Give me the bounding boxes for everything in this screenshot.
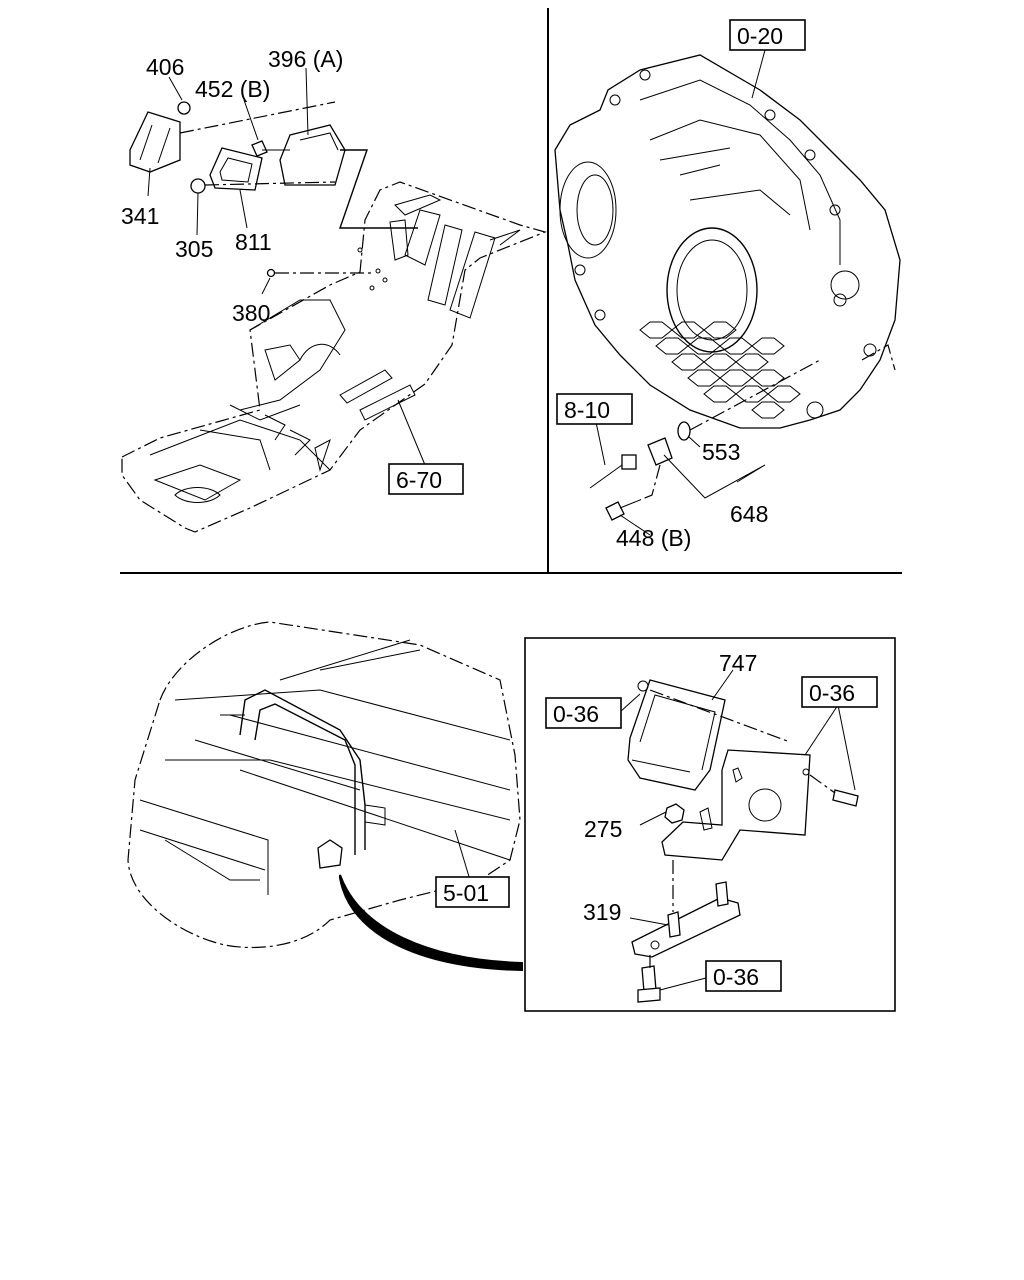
cover-341 — [129, 111, 181, 173]
callout-319: 319 — [583, 899, 621, 925]
mount-location — [317, 839, 343, 869]
callout-380: 380 — [232, 300, 270, 326]
ref-0-36-left-label: 0-36 — [553, 701, 599, 727]
ref-box-0-20[interactable] — [729, 19, 806, 51]
callout-811: 811 — [235, 229, 272, 255]
vehicle-body-outline — [127, 621, 521, 949]
mount-bracket — [661, 749, 811, 861]
ref-box-0-36-bottom[interactable] — [705, 960, 782, 992]
nut-305 — [190, 178, 206, 194]
ref-0-36-bottom-label: 0-36 — [713, 964, 759, 990]
ref-6-70-label: 6-70 — [396, 467, 442, 493]
floor-panel-section: 406 452 (B) 396 (A) 341 305 811 380 6-70 — [121, 46, 547, 533]
ref-0-20-label: 0-20 — [737, 23, 783, 49]
ref-5-01-label: 5-01 — [443, 880, 489, 906]
flywheel-housing-section: 0-20 8-10 553 648 448 (B) — [554, 19, 901, 551]
callout-553: 553 — [702, 439, 740, 465]
callout-305: 305 — [175, 236, 213, 262]
ref-box-6-70[interactable] — [388, 463, 464, 495]
callout-406: 406 — [146, 54, 184, 80]
detail-connector — [339, 874, 523, 972]
ref-box-8-10[interactable] — [556, 393, 633, 425]
ref-box-5-01[interactable] — [435, 876, 510, 908]
ref-8-10-label: 8-10 — [564, 397, 610, 423]
flywheel-housing — [554, 54, 901, 429]
ref-box-0-36-left[interactable] — [545, 697, 622, 729]
chassis-section: 5-01 747 — [127, 621, 896, 1012]
callout-341: 341 — [121, 203, 159, 229]
floor-panel-outline — [121, 181, 547, 533]
nut-275 — [664, 803, 685, 824]
ref-0-36-right-label: 0-36 — [809, 680, 855, 706]
bolt-452 — [251, 140, 268, 157]
callout-396a: 396 (A) — [268, 46, 343, 72]
callout-648: 648 — [730, 501, 768, 527]
callout-747: 747 — [719, 650, 757, 676]
sensor-648 — [647, 437, 673, 466]
callout-452b: 452 (B) — [195, 76, 270, 102]
nut-406 — [177, 101, 191, 115]
honeycomb-web — [639, 321, 801, 419]
ring-380 — [266, 268, 276, 278]
callout-275: 275 — [584, 816, 622, 842]
bracket-396 — [279, 124, 346, 186]
ref-box-0-36-right[interactable] — [801, 676, 878, 708]
bolt-448 — [605, 501, 625, 521]
o-ring-553 — [677, 421, 691, 441]
callout-448b: 448 (B) — [616, 525, 691, 551]
